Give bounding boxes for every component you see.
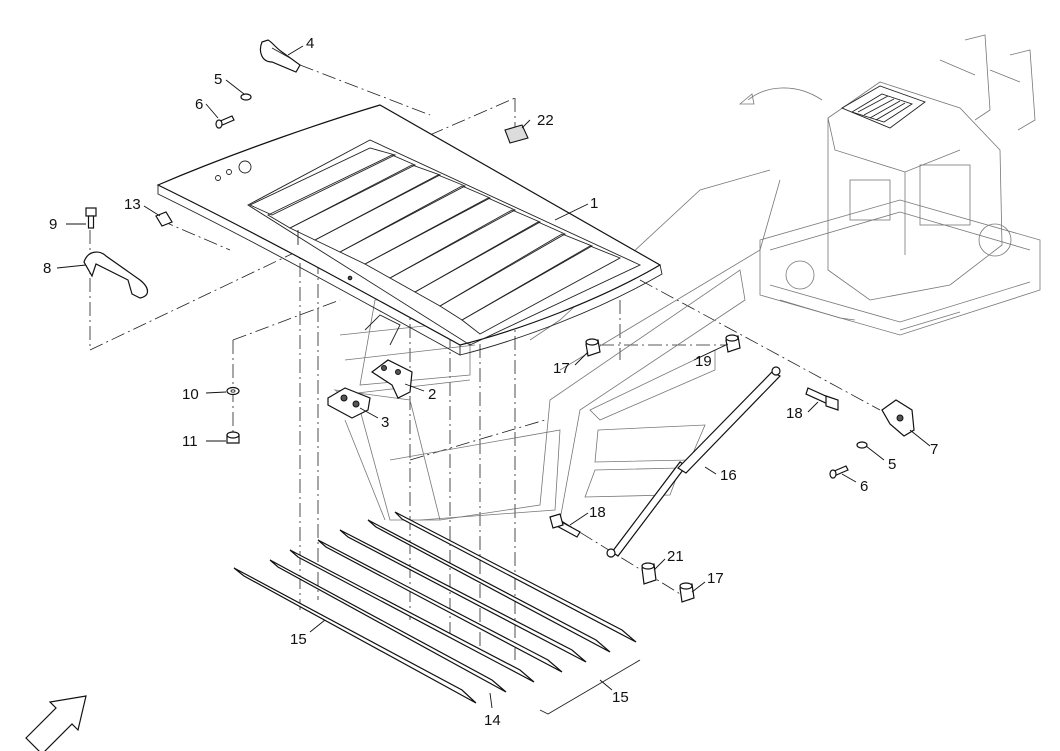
callout-18-right: 18 — [786, 405, 803, 422]
callout-19: 19 — [695, 353, 712, 370]
callout-15-right: 15 — [612, 689, 629, 706]
latch-bracket-part-7 — [881, 399, 915, 437]
gas-strut-part-16 — [606, 366, 782, 558]
nut-part-11 — [226, 431, 240, 444]
bushing-part-19 — [725, 334, 741, 353]
hood-cover-part-1 — [156, 104, 663, 356]
callout-18-lower: 18 — [589, 504, 606, 521]
callout-2: 2 — [428, 386, 436, 403]
machine-overview-illustration — [738, 34, 1041, 336]
screw-part-6-lower — [829, 465, 849, 479]
pad-part-22 — [504, 124, 529, 144]
callout-22: 22 — [537, 112, 554, 129]
callout-16: 16 — [720, 467, 737, 484]
washer-part-10 — [226, 386, 240, 396]
callout-3: 3 — [381, 414, 389, 431]
washer-part-5-lower — [856, 441, 868, 449]
latch-hook-part-4 — [259, 39, 301, 73]
bushing-part-17-lower — [679, 582, 695, 603]
louvre-slat-set-parts-14-15 — [233, 511, 641, 715]
callout-21: 21 — [667, 548, 684, 565]
callout-7: 7 — [930, 441, 938, 458]
screw-part-6-upper — [215, 115, 235, 129]
callout-10: 10 — [182, 386, 199, 403]
hinge-plate-part-3 — [327, 387, 371, 419]
callout-labels: 1 2 3 4 5 5 6 6 7 8 9 10 11 13 14 15 15 … — [43, 35, 938, 729]
washer-part-5-upper — [240, 93, 252, 101]
bolt-part-18-right — [805, 387, 839, 411]
callout-6-upper: 6 — [195, 96, 203, 113]
hinge-bracket-part-2 — [364, 314, 413, 399]
callout-6-lower: 6 — [860, 478, 868, 495]
callout-17-upper: 17 — [553, 360, 570, 377]
handle-part-8 — [83, 251, 149, 299]
bushing-part-21 — [641, 562, 657, 585]
direction-arrow-icon — [25, 695, 87, 751]
bolt-part-18-lower — [549, 513, 581, 538]
callout-11: 11 — [182, 433, 198, 450]
callout-4: 4 — [306, 35, 314, 52]
callout-9: 9 — [49, 216, 57, 233]
louvre-slats — [248, 147, 622, 335]
callout-15-left: 15 — [290, 631, 307, 648]
bolt-part-9 — [85, 207, 97, 229]
callout-5-lower: 5 — [888, 456, 896, 473]
callout-13: 13 — [124, 196, 141, 213]
callout-8: 8 — [43, 260, 51, 277]
leader-lines — [56, 45, 931, 709]
alignment-lines — [89, 64, 881, 660]
callout-5-upper: 5 — [214, 71, 222, 88]
callout-14: 14 — [484, 712, 501, 729]
callout-1: 1 — [590, 195, 598, 212]
bushing-part-17-upper — [585, 338, 601, 357]
callout-17-lower: 17 — [707, 570, 724, 587]
